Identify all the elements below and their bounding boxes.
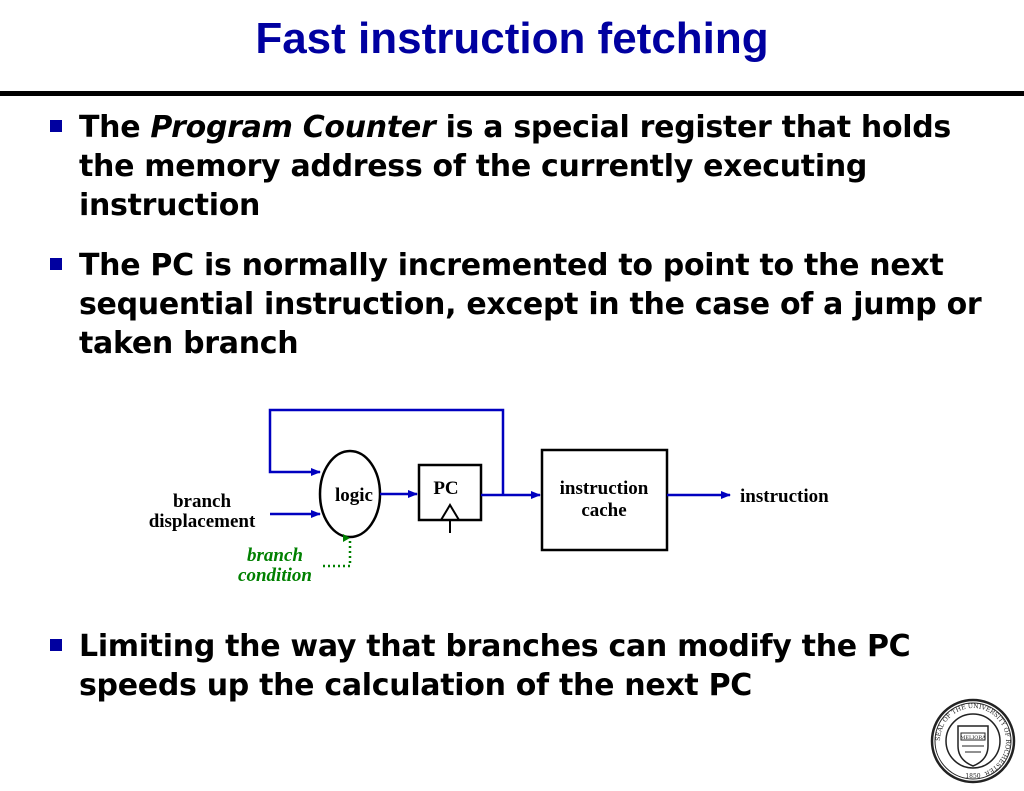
feedback-wire <box>268 408 505 495</box>
cache-label-line2: cache <box>581 500 626 521</box>
logic-label: logic <box>335 485 373 506</box>
slide-title: Fast instruction fetching <box>255 14 769 63</box>
bullet-text-emphasis: Program Counter <box>150 110 436 145</box>
cache-label-line1: instruction <box>560 478 649 499</box>
branch-condition-label-line1: branch <box>247 545 303 566</box>
branch-condition-label-line2: condition <box>238 565 312 586</box>
branch-condition-wire <box>323 534 352 568</box>
clock-triangle-icon <box>440 503 460 521</box>
bullet-text-before: The <box>79 110 151 145</box>
bullet-text: Limiting the way that branches can modif… <box>79 629 911 703</box>
seal-motto: MELIORA <box>960 735 986 741</box>
bullet-square-icon <box>50 258 62 270</box>
seal-year: 1850 <box>965 773 980 780</box>
branch-displacement-label-line1: branch <box>173 491 232 512</box>
bullet-text: The PC is normally incremented to point … <box>79 248 982 361</box>
bullet-square-icon <box>50 120 62 132</box>
bullet-square-icon <box>50 639 62 651</box>
bullet-text-after: is a special register that holds the mem… <box>79 110 951 223</box>
branch-displacement-label-line2: displacement <box>149 511 256 532</box>
output-instruction-label: instruction <box>740 486 829 507</box>
bullet-text: The Program Counter is a special registe… <box>79 108 999 225</box>
university-seal-logo: SEAL OF THE UNIVERSITY OF ROCHESTER MELI… <box>930 698 1016 784</box>
pc-label: PC <box>433 478 458 499</box>
pc-register <box>417 463 483 522</box>
instruction-cache-block <box>540 448 669 552</box>
title-divider <box>0 91 1024 96</box>
